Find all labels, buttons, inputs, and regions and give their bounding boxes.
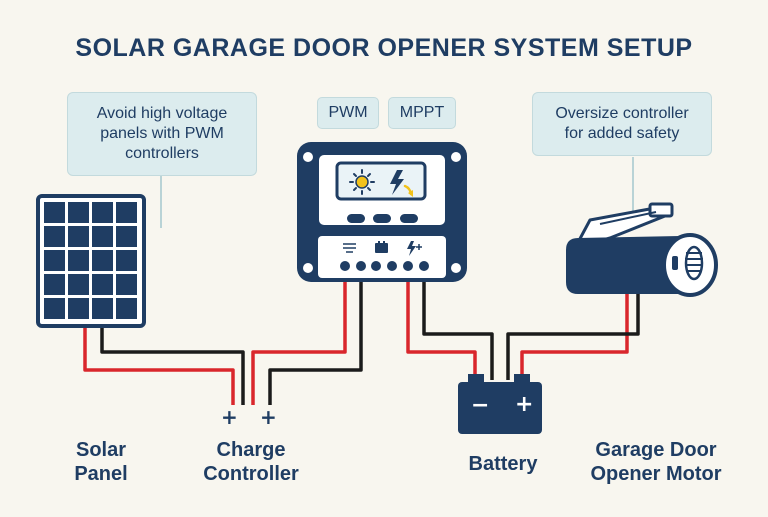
controller-button-left bbox=[347, 214, 365, 223]
mppt-tag: MPPT bbox=[388, 97, 456, 129]
pwm-warning-callout: Avoid high voltage panels with PWM contr… bbox=[67, 92, 257, 176]
oversize-callout: Oversize controller for added safety bbox=[532, 92, 712, 156]
solar-cell bbox=[92, 250, 113, 271]
panel-negative-wire bbox=[100, 325, 245, 405]
solar-cell bbox=[116, 226, 137, 247]
solar-panel-label-line-2: Panel bbox=[74, 463, 128, 485]
controller-button-middle bbox=[373, 214, 391, 223]
solar-cell bbox=[92, 226, 113, 247]
solar-panel-icon bbox=[343, 243, 356, 253]
motor-icon bbox=[566, 202, 718, 297]
pwm-warning-line-2: panels with PWM bbox=[100, 125, 224, 142]
pwm-warning-line-3: controllers bbox=[125, 145, 199, 162]
panel-positive-wire bbox=[83, 325, 235, 405]
motor-positive-wire bbox=[520, 292, 629, 380]
solar-cell bbox=[116, 250, 137, 271]
battery-minus-sign: − bbox=[471, 393, 490, 418]
motor-label-line-1: Garage Door bbox=[595, 439, 717, 461]
lightning-bolt-icon bbox=[390, 170, 413, 197]
wiring bbox=[83, 280, 640, 405]
solar-cell bbox=[44, 274, 65, 295]
motor-label: Garage Door Opener Motor bbox=[568, 438, 744, 486]
solar-cell bbox=[44, 202, 65, 223]
controller-button-right bbox=[400, 214, 418, 223]
solar-cells bbox=[44, 202, 137, 319]
controller-plus-sign: + bbox=[260, 405, 277, 429]
controller-pv-negative-wire bbox=[268, 280, 363, 405]
sun-icon bbox=[349, 169, 375, 195]
solar-cell bbox=[68, 274, 89, 295]
battery-plus-sign: + bbox=[515, 392, 534, 417]
controller-display bbox=[335, 161, 427, 201]
solar-cell bbox=[68, 298, 89, 319]
solar-cell bbox=[92, 202, 113, 223]
solar-cell bbox=[116, 298, 137, 319]
battery-label: Battery bbox=[468, 453, 538, 475]
page-title: SOLAR GARAGE DOOR OPENER SYSTEM SETUP bbox=[75, 34, 693, 62]
solar-cell bbox=[92, 274, 113, 295]
solar-cell bbox=[44, 250, 65, 271]
solar-cell bbox=[68, 226, 89, 247]
controller-pv-positive-wire bbox=[251, 280, 347, 405]
pwm-tag: PWM bbox=[317, 97, 379, 129]
solar-cell bbox=[68, 202, 89, 223]
motor-negative-wire bbox=[506, 292, 640, 380]
controller-battery-positive-wire bbox=[406, 280, 477, 380]
solar-cell bbox=[44, 226, 65, 247]
solar-cell bbox=[92, 298, 113, 319]
battery-icon bbox=[375, 241, 388, 253]
controller-battery-negative-wire bbox=[422, 280, 494, 380]
battery bbox=[458, 374, 542, 434]
solar-cell bbox=[116, 202, 137, 223]
charge-controller-label-line-2: Controller bbox=[203, 463, 299, 485]
panel-plus-sign: + bbox=[221, 405, 238, 429]
solar-cell bbox=[116, 274, 137, 295]
solar-cell bbox=[44, 298, 65, 319]
motor-label-line-2: Opener Motor bbox=[590, 463, 722, 485]
charge-controller-label-line-1: Charge bbox=[216, 439, 286, 461]
solar-panel bbox=[36, 194, 146, 328]
oversize-line-1: Oversize controller bbox=[555, 105, 689, 122]
oversize-line-2: for added safety bbox=[564, 125, 680, 142]
pwm-warning-line-1: Avoid high voltage bbox=[96, 105, 228, 122]
load-icon bbox=[407, 241, 422, 256]
solar-panel-label-line-1: Solar bbox=[75, 439, 127, 461]
solar-panel-label: Solar Panel bbox=[56, 438, 146, 486]
charge-controller bbox=[297, 142, 467, 282]
controller-terminals bbox=[340, 261, 429, 271]
solar-cell bbox=[68, 250, 89, 271]
charge-controller-label: Charge Controller bbox=[186, 438, 316, 486]
